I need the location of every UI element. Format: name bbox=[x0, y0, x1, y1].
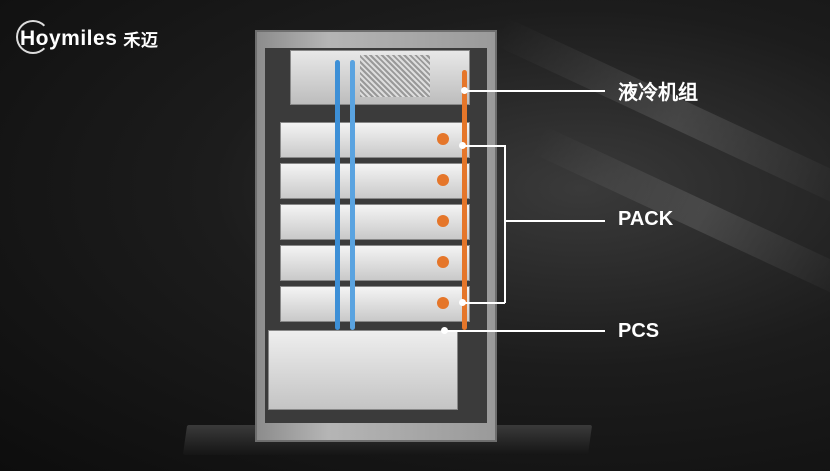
callout-dot bbox=[459, 142, 466, 149]
battery-pack bbox=[280, 204, 470, 240]
brand-name-cn: 禾迈 bbox=[123, 31, 159, 50]
pcs-unit bbox=[268, 330, 458, 410]
callout-dot bbox=[441, 327, 448, 334]
callout-bracket bbox=[504, 145, 506, 303]
battery-pack bbox=[280, 245, 470, 281]
coolant-pipe-blue bbox=[350, 60, 355, 330]
callout-line bbox=[445, 330, 605, 332]
callout-pack: PACK bbox=[618, 208, 674, 230]
callout-dot bbox=[461, 87, 468, 94]
callout-pcs: PCS bbox=[618, 320, 660, 342]
brand-logo: Hoymiles 禾迈 bbox=[16, 20, 159, 54]
callout-dot bbox=[459, 299, 466, 306]
callout-liquid-cooling: 液冷机组 bbox=[618, 82, 698, 104]
battery-pack bbox=[280, 286, 470, 322]
battery-pack bbox=[280, 122, 470, 158]
logo-ring-icon bbox=[16, 20, 50, 54]
coolant-pipe-orange bbox=[462, 70, 467, 330]
callout-bracket bbox=[463, 145, 505, 147]
coolant-pipe-blue bbox=[335, 60, 340, 330]
battery-pack bbox=[280, 163, 470, 199]
cooling-grille bbox=[360, 55, 430, 97]
callout-bracket bbox=[463, 302, 505, 304]
callout-line bbox=[465, 90, 605, 92]
callout-line bbox=[505, 220, 605, 222]
